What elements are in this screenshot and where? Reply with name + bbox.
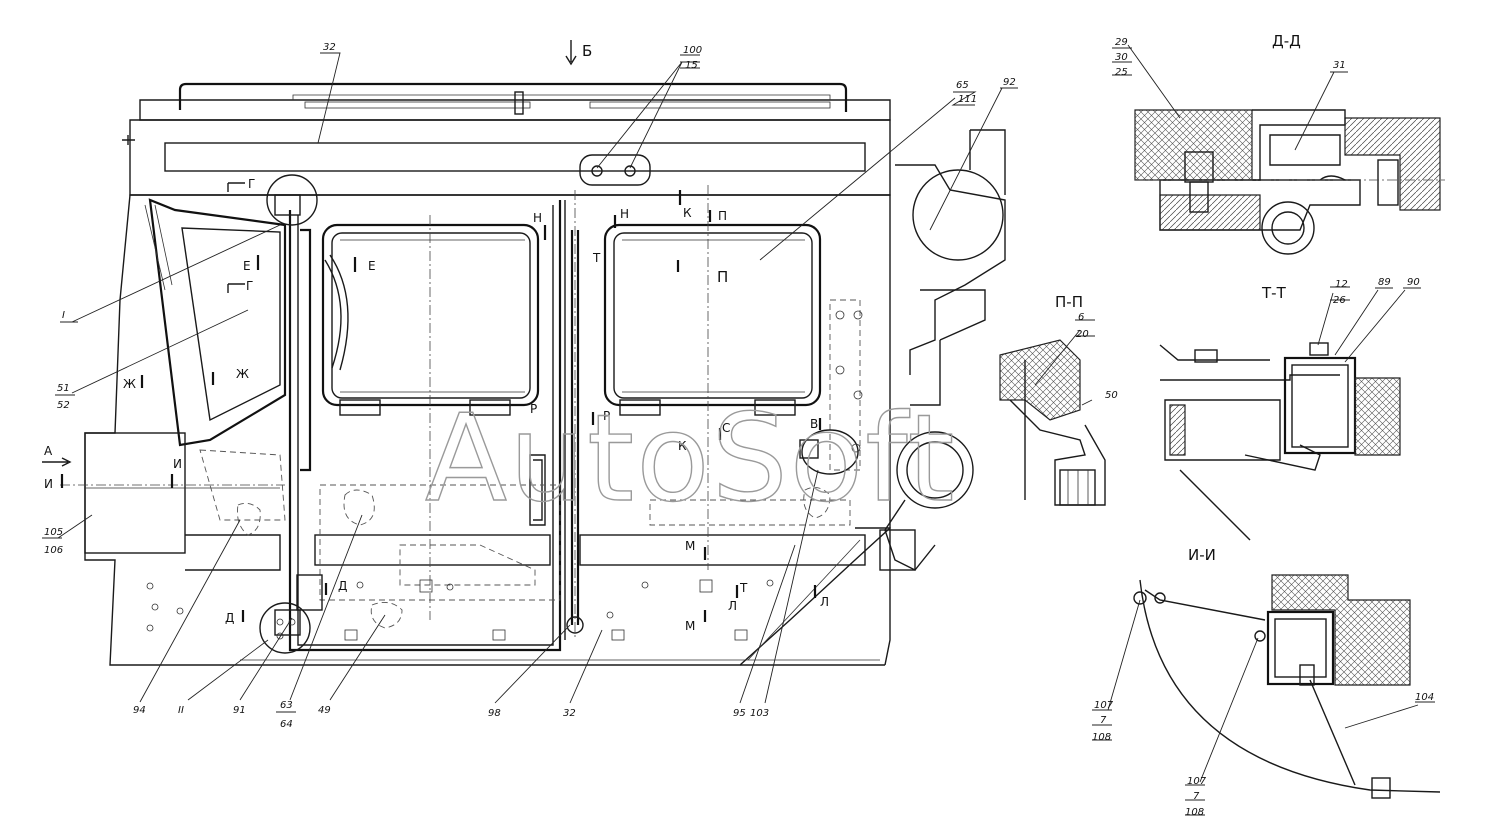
marker-g-top: Г [248, 177, 255, 191]
section-tt: Т-Т 12 26 89 90 [1159, 277, 1421, 541]
marker-s: С [722, 421, 730, 435]
marker-n-left: Н [533, 211, 542, 225]
marker-t-top: Т [592, 251, 601, 265]
callout-89: 89 [1378, 277, 1391, 288]
marker-l-top: Л [728, 599, 737, 613]
marker-n-right: Н [620, 207, 629, 221]
callout-7-a: 7 [1100, 715, 1107, 726]
marker-v: В [810, 417, 818, 431]
callout-94: 94 [133, 705, 146, 716]
marker-l-low: Л [820, 595, 829, 609]
section-markers: Б А И И Г Г Е Е Ж Ж Д Д Н Н К К П П Т Т … [42, 40, 829, 633]
callout-roman-2: II [178, 705, 184, 716]
marker-r-low: Р [603, 409, 610, 423]
callout-25: 25 [1115, 67, 1128, 78]
marker-k-low: К [678, 439, 687, 453]
marker-d-low: Д [225, 611, 234, 625]
marker-p-window: П [717, 268, 728, 286]
marker-zh-left: Ж [123, 377, 136, 391]
marker-g-mid: Г [246, 279, 253, 293]
marker-t-low: Т [739, 581, 748, 595]
callout-63: 63 [280, 700, 293, 711]
section-title-tt: Т-Т [1261, 284, 1287, 302]
callout-107-a: 107 [1094, 700, 1114, 711]
callout-32-top: 32 [323, 42, 336, 53]
callout-64: 64 [280, 719, 293, 730]
marker-a: А [44, 444, 53, 458]
callout-32-bottom: 32 [563, 708, 576, 719]
callout-51: 51 [57, 383, 70, 394]
main-view-callouts: 32 100 15 65 111 92 I 51 52 105 106 94 I… [42, 42, 1018, 730]
bolt-markers [146, 310, 863, 641]
callout-111: 111 [958, 94, 977, 105]
marker-i-left: И [44, 477, 53, 491]
section-dd: Д-Д 29 30 25 31 [1112, 32, 1445, 255]
marker-e-left: Е [243, 259, 251, 273]
callout-20: 20 [1076, 329, 1089, 340]
callout-26: 26 [1333, 295, 1346, 306]
callout-31: 31 [1333, 60, 1346, 71]
callout-15-top: 15 [685, 60, 698, 71]
marker-m-low: М [685, 619, 695, 633]
marker-b: Б [582, 42, 592, 60]
callout-95: 95 [733, 708, 746, 719]
callout-30: 30 [1115, 52, 1128, 63]
callout-98: 98 [488, 708, 501, 719]
callout-12: 12 [1335, 279, 1348, 290]
callout-7-b: 7 [1193, 791, 1200, 802]
marker-e-mid: Е [368, 259, 376, 273]
marker-p-top: П [718, 209, 727, 223]
section-ii: И-И 107 7 108 104 107 7 108 [1092, 546, 1441, 818]
callout-104: 104 [1415, 692, 1434, 703]
callout-roman-1: I [62, 310, 65, 321]
callout-65: 65 [956, 80, 969, 91]
callout-91: 91 [233, 705, 246, 716]
callout-105: 105 [44, 527, 63, 538]
callout-100: 100 [683, 45, 702, 56]
callout-29: 29 [1115, 37, 1128, 48]
callout-106: 106 [44, 545, 63, 556]
callout-108-b: 108 [1185, 807, 1204, 818]
main-view [60, 82, 1006, 666]
section-title-dd: Д-Д [1272, 32, 1301, 50]
callout-108-a: 108 [1092, 732, 1111, 743]
callout-50: 50 [1105, 390, 1118, 401]
callout-107-b: 107 [1187, 776, 1207, 787]
callout-6: 6 [1078, 312, 1084, 323]
marker-d-mid: Д [338, 579, 347, 593]
marker-i-inner: И [173, 457, 182, 471]
section-title-ii: И-И [1188, 546, 1216, 564]
marker-m-top: М [685, 539, 695, 553]
watermark-text: AutoSoft [425, 390, 956, 529]
callout-92: 92 [1003, 77, 1016, 88]
marker-r-top: Р [530, 402, 537, 416]
marker-k-top: К [683, 206, 692, 220]
callout-90: 90 [1407, 277, 1420, 288]
callout-52: 52 [57, 400, 70, 411]
section-title-pp: П-П [1055, 293, 1083, 311]
marker-zh-mid: Ж [236, 367, 249, 381]
callout-103: 103 [750, 708, 769, 719]
section-pp: П-П 6 20 50 [999, 293, 1118, 506]
callout-49: 49 [318, 705, 331, 716]
